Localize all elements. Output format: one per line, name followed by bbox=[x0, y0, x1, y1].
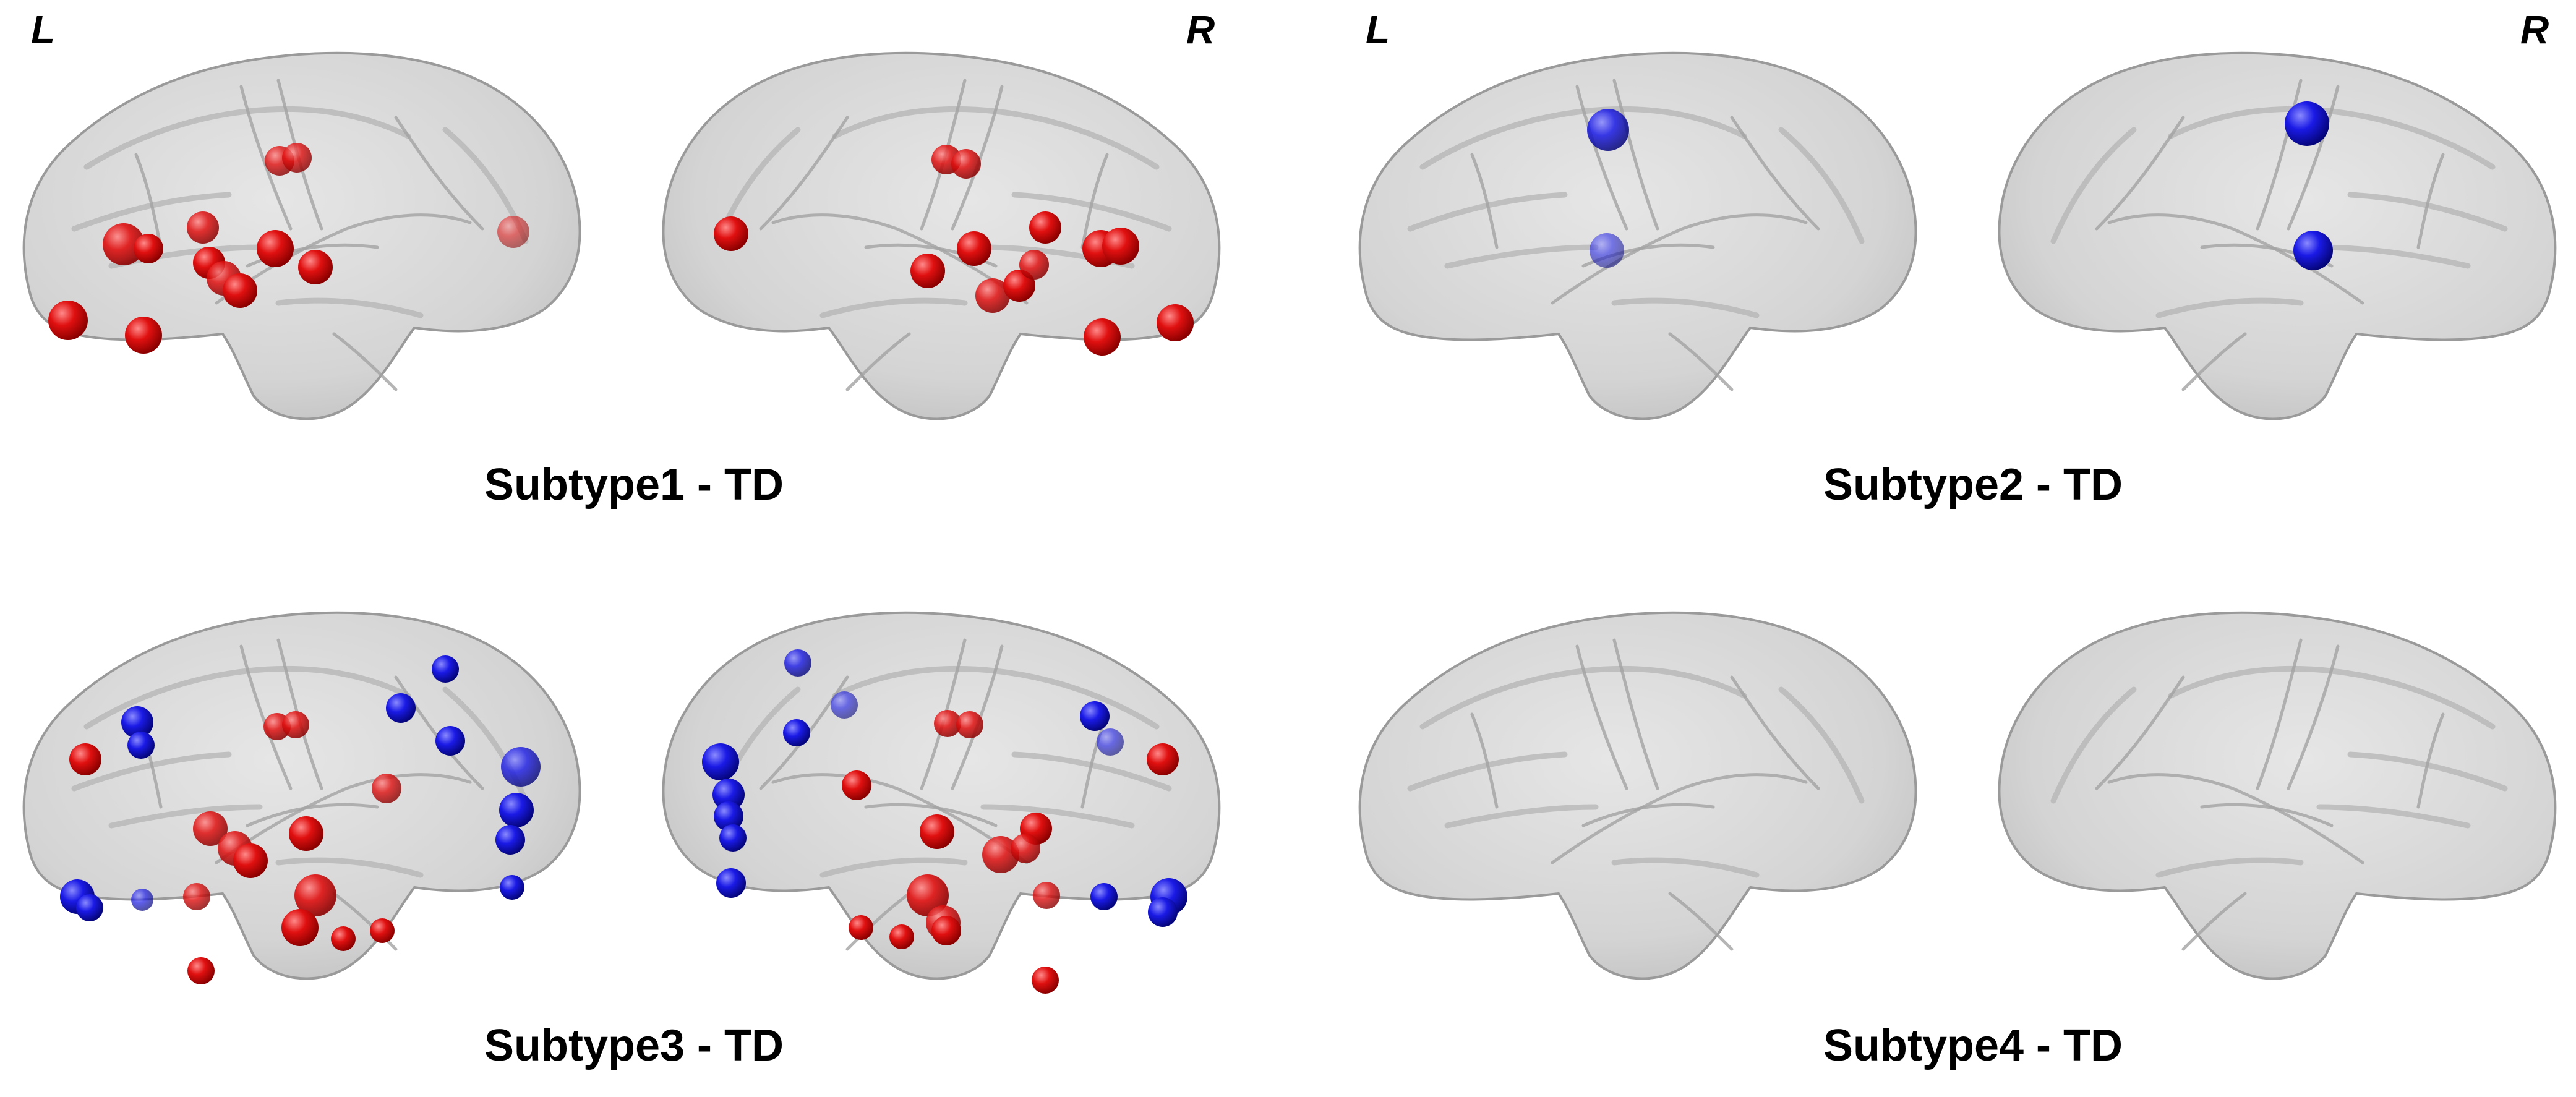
right-hemisphere-label-2: R bbox=[2520, 7, 2549, 52]
node-red bbox=[1033, 882, 1060, 909]
node-red bbox=[934, 710, 961, 737]
node-blue bbox=[2285, 101, 2329, 146]
node-blue bbox=[712, 779, 745, 811]
node-red bbox=[1084, 318, 1121, 356]
node-red bbox=[134, 234, 163, 263]
nodes-subtype1-right bbox=[714, 145, 1194, 356]
node-red bbox=[1147, 743, 1179, 775]
nodes-subtype3-right bbox=[702, 649, 1187, 994]
node-blue bbox=[716, 868, 746, 898]
node-blue bbox=[131, 889, 153, 911]
node-blue bbox=[435, 726, 465, 756]
node-blue bbox=[432, 655, 459, 683]
node-red bbox=[889, 924, 914, 949]
node-red bbox=[910, 254, 945, 288]
node-blue bbox=[1080, 701, 1110, 731]
brain-row-1 bbox=[24, 53, 2556, 419]
node-blue bbox=[1097, 728, 1124, 756]
brain-left-subtype4 bbox=[1360, 613, 1916, 979]
node-red bbox=[1011, 834, 1040, 863]
node-red bbox=[257, 230, 294, 267]
node-red bbox=[920, 814, 954, 849]
node-red bbox=[849, 915, 873, 940]
node-blue bbox=[831, 691, 858, 719]
node-red bbox=[223, 273, 257, 308]
node-blue bbox=[495, 825, 525, 855]
node-blue bbox=[76, 894, 103, 921]
node-red bbox=[187, 957, 215, 984]
node-blue bbox=[1587, 109, 1629, 151]
node-blue bbox=[784, 649, 811, 677]
node-blue bbox=[121, 706, 153, 738]
node-red bbox=[69, 743, 101, 775]
node-blue bbox=[783, 719, 810, 746]
node-red bbox=[957, 231, 991, 266]
left-hemisphere-label-2: L bbox=[1366, 7, 1390, 52]
panel-title-subtype2: Subtype2 - TD bbox=[1823, 460, 2123, 510]
node-red bbox=[282, 711, 309, 738]
node-blue bbox=[499, 793, 534, 827]
node-red bbox=[187, 211, 219, 244]
node-red bbox=[183, 883, 210, 910]
node-red bbox=[289, 816, 323, 851]
panel-title-subtype1: Subtype1 - TD bbox=[484, 460, 784, 510]
node-red bbox=[975, 278, 1010, 313]
node-blue bbox=[719, 824, 747, 852]
node-red bbox=[372, 774, 401, 803]
node-red bbox=[48, 301, 88, 340]
node-red bbox=[982, 836, 1019, 873]
node-blue bbox=[2293, 231, 2333, 270]
node-blue bbox=[386, 693, 416, 723]
node-red bbox=[1019, 250, 1049, 280]
node-red bbox=[1032, 967, 1059, 994]
node-red bbox=[842, 770, 871, 800]
panel-title-subtype3: Subtype3 - TD bbox=[484, 1021, 784, 1070]
node-red bbox=[951, 149, 981, 179]
node-red bbox=[103, 223, 145, 265]
node-red bbox=[282, 143, 312, 173]
node-red bbox=[331, 926, 356, 951]
node-red bbox=[298, 250, 333, 284]
nodes-subtype2-left bbox=[1587, 109, 1629, 268]
node-red bbox=[125, 317, 162, 354]
brain-row-2 bbox=[24, 613, 2556, 979]
brain-right-subtype4 bbox=[1999, 613, 2555, 979]
nodes-subtype1-left bbox=[48, 143, 529, 354]
node-red bbox=[233, 843, 268, 878]
panel-title-subtype4: Subtype4 - TD bbox=[1823, 1021, 2123, 1070]
node-blue bbox=[501, 747, 541, 787]
node-blue bbox=[714, 801, 743, 831]
node-red bbox=[370, 918, 395, 943]
node-blue bbox=[1148, 897, 1178, 927]
nodes-subtype3-left bbox=[60, 655, 541, 984]
node-red bbox=[294, 874, 336, 916]
node-red bbox=[1157, 304, 1194, 341]
brain-left-subtype2 bbox=[1360, 53, 1916, 419]
node-blue bbox=[127, 732, 155, 759]
node-red bbox=[931, 916, 961, 945]
node-red bbox=[497, 216, 529, 248]
right-hemisphere-label-1: R bbox=[1186, 7, 1215, 52]
node-red bbox=[714, 216, 748, 251]
node-red bbox=[956, 711, 983, 738]
node-blue bbox=[702, 743, 739, 780]
node-red bbox=[1102, 228, 1139, 265]
nodes-subtype2-right bbox=[2285, 101, 2333, 270]
node-blue bbox=[500, 875, 524, 900]
node-red bbox=[193, 811, 228, 846]
brain-right-subtype2 bbox=[1999, 53, 2555, 419]
left-hemisphere-label-1: L bbox=[31, 7, 55, 52]
node-red bbox=[907, 874, 949, 916]
node-blue bbox=[1590, 233, 1624, 268]
node-red bbox=[1029, 211, 1061, 244]
node-red bbox=[281, 909, 319, 946]
node-blue bbox=[1090, 883, 1118, 910]
